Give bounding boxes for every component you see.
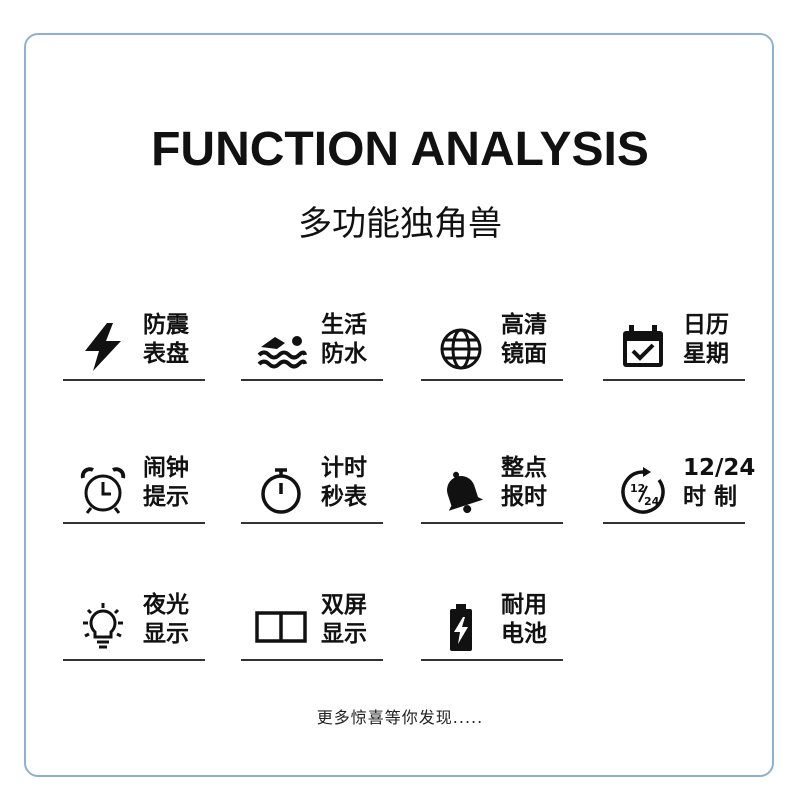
feature-label: 双屏显示 <box>321 592 367 647</box>
svg-text:24: 24 <box>644 495 660 508</box>
lightbulb-icon <box>77 601 129 653</box>
divider <box>603 522 745 524</box>
content-card <box>24 33 774 777</box>
feature-label: 耐用电池 <box>501 592 547 647</box>
lightning-icon <box>77 321 129 373</box>
stopwatch-icon <box>255 464 307 516</box>
footer-text: 更多惊喜等你发现..... <box>316 708 484 727</box>
divider <box>241 659 383 661</box>
feature-calendar: 日历星期 <box>603 305 745 385</box>
svg-text:12: 12 <box>630 482 645 495</box>
clock-12-24-icon: 12 24 <box>617 464 669 516</box>
feature-hd-mirror: 高清镜面 <box>421 305 563 385</box>
divider <box>63 659 205 661</box>
alarm-clock-icon <box>77 464 129 516</box>
feature-waterproof: 生活防水 <box>241 305 383 385</box>
feature-label: 夜光显示 <box>143 592 189 647</box>
divider <box>241 379 383 381</box>
feature-durable-battery: 耐用电池 <box>421 585 563 665</box>
globe-icon <box>435 321 487 373</box>
feature-dual-screen: 双屏显示 <box>241 585 383 665</box>
feature-label: 闹钟提示 <box>143 455 189 510</box>
feature-label: 日历星期 <box>683 312 729 367</box>
swimmer-icon <box>255 321 307 373</box>
divider <box>63 522 205 524</box>
divider <box>421 659 563 661</box>
feature-alarm: 闹钟提示 <box>63 448 205 528</box>
battery-icon <box>435 601 487 653</box>
bell-icon <box>435 464 487 516</box>
dual-screen-icon <box>255 601 307 653</box>
calendar-icon <box>617 321 669 373</box>
feature-label: 整点报时 <box>501 455 547 510</box>
feature-shockproof: 防震表盘 <box>63 305 205 385</box>
divider <box>421 379 563 381</box>
divider <box>241 522 383 524</box>
divider <box>63 379 205 381</box>
divider <box>421 522 563 524</box>
feature-label: 高清镜面 <box>501 312 547 367</box>
divider <box>603 379 745 381</box>
feature-stopwatch: 计时秒表 <box>241 448 383 528</box>
page-title: FUNCTION ANALYSIS <box>151 123 649 176</box>
feature-label: 防震表盘 <box>143 312 189 367</box>
feature-label: 计时秒表 <box>321 455 367 510</box>
feature-hourly-chime: 整点报时 <box>421 448 563 528</box>
feature-night-light: 夜光显示 <box>63 585 205 665</box>
page-subtitle: 多功能独角兽 <box>298 204 502 244</box>
feature-label: 生活防水 <box>321 312 367 367</box>
